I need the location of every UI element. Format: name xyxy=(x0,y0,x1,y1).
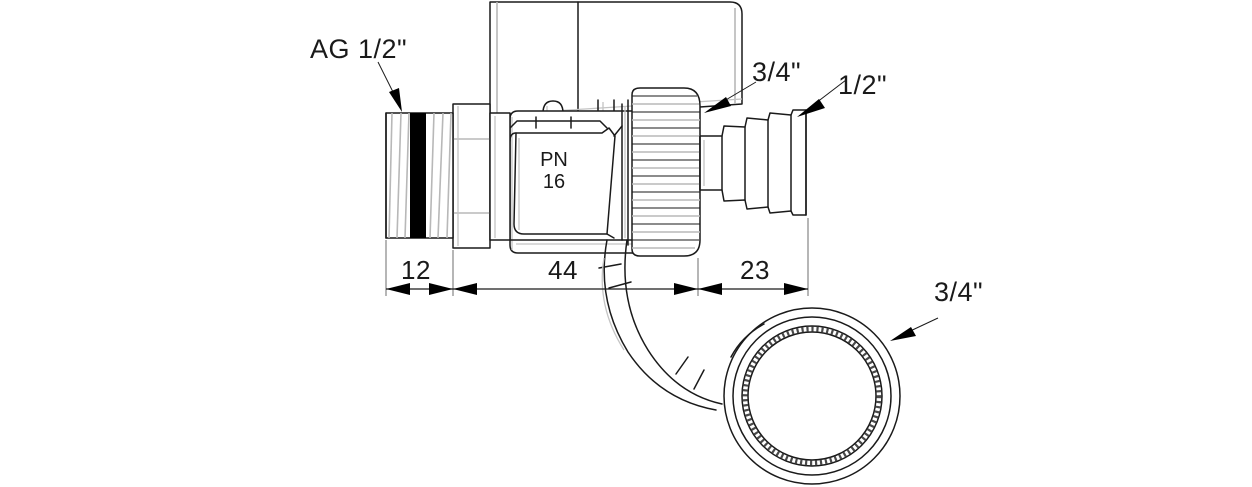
body-marking-pn: PN 16 xyxy=(530,149,578,194)
dimension-lines xyxy=(385,218,809,296)
callout-label-cap-ring: 3/4" xyxy=(934,277,984,307)
dimension-arrow-icon xyxy=(674,283,698,295)
valve-collar-nut xyxy=(452,103,511,249)
hose-cap-ring xyxy=(723,307,901,485)
dimension-arrow-icon xyxy=(429,283,453,295)
knurl-lines xyxy=(632,95,700,249)
arrow-head-icon xyxy=(797,99,825,117)
dimension-arrow-icon xyxy=(386,283,410,295)
callout-label-knurled-nut: 3/4" xyxy=(752,57,802,87)
cap-knurl-ring xyxy=(742,326,882,466)
dimension-arrow-icon xyxy=(453,283,477,295)
knurled-nut xyxy=(621,87,701,257)
arrow-head-icon xyxy=(704,97,731,113)
arrow-head-icon xyxy=(890,327,916,341)
callout-label-inlet-thread: AG 1/2" xyxy=(310,34,408,64)
dimension-label-44: 44 xyxy=(548,255,578,285)
inlet-male-thread xyxy=(385,112,454,239)
arrow-head-icon xyxy=(389,88,402,112)
dimension-label-12: 12 xyxy=(401,255,431,285)
hose-barb xyxy=(699,109,807,216)
thread-band xyxy=(410,113,426,238)
callout-leaders xyxy=(377,61,939,341)
tether-strap xyxy=(598,239,723,411)
dimension-arrow-icon xyxy=(784,283,808,295)
callout-label-hose-barb: 1/2" xyxy=(838,70,888,100)
body-marking-line2: 16 xyxy=(542,171,566,194)
dimension-label-23: 23 xyxy=(740,255,770,285)
body-marking-line1: PN xyxy=(540,149,568,171)
dimension-arrow-icon xyxy=(698,283,722,295)
